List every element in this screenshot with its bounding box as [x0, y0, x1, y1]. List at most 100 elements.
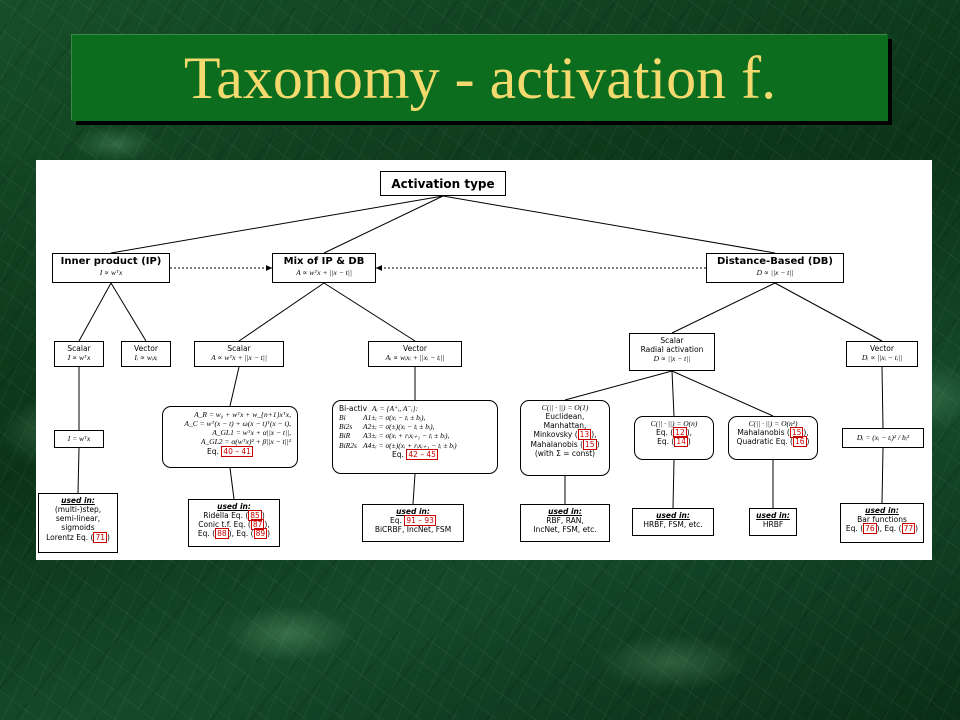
used-in-db-vector: used in: Bar functions Eq. (76), Eq. (77…	[840, 503, 924, 543]
db-o1-line: Manhattan,	[543, 421, 587, 431]
node-inner-product-formula: I ∝ wᵀx	[99, 268, 123, 278]
bi-activ-row-value: A2±ᵢ = σ(±)(xᵢ − tᵢ ± bᵢ),	[363, 422, 435, 432]
node-mix-scalar: Scalar A ∝ wᵀx + ||x − t||	[194, 341, 284, 367]
node-ip-scalar-label: Scalar	[67, 344, 91, 353]
tree-edge	[229, 467, 235, 500]
used-in-label: used in:	[217, 502, 251, 511]
tree-edge	[774, 282, 883, 342]
title-banner: Taxonomy - activation f.	[72, 35, 888, 121]
used-in-eq-label: Eq.	[845, 524, 858, 534]
tree-edge	[671, 370, 774, 417]
tree-edge	[412, 473, 416, 505]
db-on-eq2-prefix: Eq.	[657, 437, 670, 447]
node-distance-based-formula: D ∝ ||x − t||	[756, 268, 794, 278]
used-in-eq-ref: 91 – 93	[404, 515, 436, 527]
node-db-scalar-label2: Radial activation	[640, 345, 704, 355]
used-in-eq-label: Eq.	[236, 529, 249, 539]
db-on2-mahalanobis: Mahalanobis	[737, 428, 785, 438]
used-in-lorentz: Lorentz Eq. (71)	[46, 531, 110, 543]
used-in-label: used in:	[656, 511, 690, 520]
tree-edge	[564, 370, 673, 401]
db-on-ref2: 14	[674, 436, 688, 448]
node-mix-vector-label: Vector	[403, 344, 427, 353]
node-ip-vector-label: Vector	[134, 344, 158, 353]
node-distance-based: Distance-Based (DB) D ∝ ||x − t||	[706, 253, 844, 283]
taxonomy-diagram: Activation type Inner product (IP) I ∝ w…	[36, 160, 932, 560]
node-mix-scalar-formula: A ∝ wᵀx + ||x − t||	[211, 353, 267, 363]
node-db-on2: C(|| · ||) = O(n²) Mahalanobis (15), Qua…	[728, 416, 818, 460]
used-in-item: Bar functions	[857, 515, 907, 525]
used-in-item: BiCRBF, IncNet, FSM	[374, 525, 452, 535]
mix-vector-eq-prefix: Eq.	[392, 449, 404, 459]
used-in-mix-scalar: used in: Ridella Eq. (85) Conic t.f. Eq.…	[188, 499, 280, 547]
tree-edge	[881, 447, 884, 504]
db-on2-ref1: 15	[789, 427, 804, 439]
db-vector-leaf-formula: Dᵢ = (xᵢ − tᵢ)² / bᵢ²	[856, 433, 910, 442]
used-in-db-on: used in: HRBF, FSM, etc.	[632, 508, 714, 536]
db-on-complexity: C(|| · ||) = O(n)	[650, 419, 698, 428]
used-in-label: used in:	[61, 496, 95, 505]
bi-activ-head: Bi-activ Aᵢ = {A⁺ᵢ, A⁻ᵢ}:	[339, 404, 491, 413]
tree-edge	[442, 195, 776, 254]
db-on2-line2: Quadratic Eq. (16)	[736, 436, 810, 448]
db-on2-ref2: 16	[792, 436, 807, 448]
node-db-on: C(|| · ||) = O(n) Eq. (12), Eq. (14)	[634, 416, 714, 460]
used-in-bar-eqs: Eq. (76), Eq. (77)	[845, 523, 919, 535]
mix-vector-eq-ref: 42 – 45	[406, 448, 438, 460]
tree-edge	[323, 195, 444, 254]
node-activation-type-label: Activation type	[391, 177, 495, 191]
tree-edge	[77, 447, 80, 494]
db-on-ref1: 12	[673, 427, 687, 439]
db-on-eq2: Eq. (14)	[657, 436, 691, 448]
used-in-eq-label: Eq.	[390, 516, 402, 526]
mix-scalar-eq-line: Eq. 40 – 41	[169, 445, 291, 457]
db-o1-ref1: 13	[577, 429, 592, 441]
used-in-conic: Conic t.f. Eq. (87),	[198, 519, 270, 531]
db-o1-minkovsky: Minkovsky	[533, 430, 573, 440]
used-in-item: semi-linear,	[55, 514, 101, 524]
node-ip-scalar: Scalar I ∝ wᵀx	[54, 341, 104, 367]
node-inner-product: Inner product (IP) I ∝ wᵀx	[52, 253, 170, 283]
bi-activ-row-key: Bi2s	[339, 422, 353, 432]
arrowhead	[266, 265, 272, 271]
node-db-vector-formula: Dᵢ ∝ ||xᵢ − tᵢ||	[861, 353, 903, 363]
used-in-item: IncNet, FSM, etc.	[533, 525, 597, 535]
used-in-label: used in:	[548, 507, 582, 516]
used-in-eq-ref: 89	[253, 528, 268, 540]
formula-agl2: A_GL2 = α(wᵀx)² + β||x − t||²	[200, 437, 291, 447]
used-in-label: used in:	[865, 506, 899, 515]
node-db-o1: C(|| · ||) = O(1) Euclidean, Manhattan, …	[520, 400, 610, 476]
node-db-vector-leaf: Dᵢ = (xᵢ − tᵢ)² / bᵢ²	[842, 428, 924, 448]
node-mix-scalar-formulas: A_R = w₀ + wᵀx + w_{n+1}xᵀx, A_C = wᵀ(x …	[162, 406, 298, 468]
db-o1-mahalanobis-line: Mahalanobis (15)	[530, 438, 600, 450]
db-on2-quadratic: Quadratic Eq.	[736, 437, 788, 447]
used-in-db-o1: used in: RBF, RAN, IncNet, FSM, etc.	[520, 504, 610, 542]
used-in-ridella-ref: 85	[248, 510, 262, 522]
node-mix-vector: Vector Aᵢ ∝ wᵢxᵢ + ||xᵢ − tᵢ||	[368, 341, 462, 367]
slide-title: Taxonomy - activation f.	[183, 44, 777, 111]
db-on-eq1-prefix: Eq.	[655, 428, 668, 438]
tree-edge	[671, 370, 675, 417]
used-in-eq-range: Eq. 91 – 93	[366, 515, 460, 527]
formula-ac: A_C = wᵀ(x − t) + ω(x − t)ᵀ(x − t),	[184, 419, 291, 429]
used-in-ridella-label: Ridella Eq.	[203, 511, 243, 521]
arrowhead	[376, 265, 382, 271]
node-ip-vector: Vector Iᵢ ∝ wᵢxᵢ	[121, 341, 171, 367]
used-in-eq-label: Eq.	[197, 529, 210, 539]
node-mix-formula: A ∝ wᵀx + ||x − t||	[296, 268, 352, 278]
db-o1-mahalanobis: Mahalanobis	[530, 439, 578, 449]
node-ip-scalar-formula: I ∝ wᵀx	[67, 353, 91, 363]
node-db-scalar: Scalar Radial activation D ∝ ||x − t||	[629, 333, 715, 371]
node-inner-product-title: Inner product (IP)	[60, 256, 162, 267]
used-in-ip: used in: (multi-)step, semi-linear, sigm…	[38, 493, 118, 553]
bi-activ-row-value: A1±ᵢ = σ(xᵢ − tᵢ ± bᵢ),	[363, 413, 426, 423]
node-activation-type: Activation type	[380, 171, 506, 196]
node-ip-vector-formula: Iᵢ ∝ wᵢxᵢ	[134, 353, 158, 363]
bi-activ-formula: Aᵢ = {A⁺ᵢ, A⁻ᵢ}:	[371, 404, 419, 413]
db-on-eq1: Eq. (12),	[655, 427, 693, 439]
mix-scalar-eq-prefix: Eq.	[207, 446, 219, 456]
bi-activ-label: Bi-activ	[339, 404, 368, 413]
